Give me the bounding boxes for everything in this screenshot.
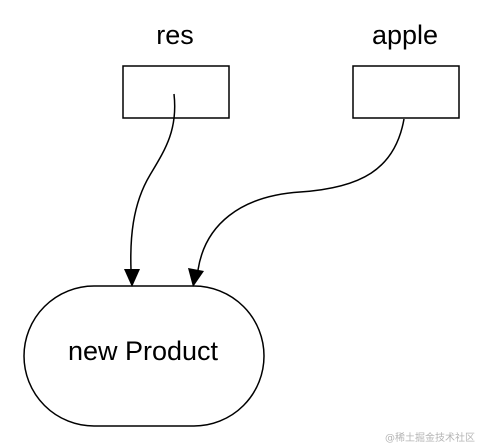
edge-apple-to-object [197,118,405,271]
arrowhead-res [124,269,140,287]
variable-box-res [122,65,230,119]
object-node-shape [23,285,265,427]
variable-box-apple [352,65,460,119]
arrowhead-apple [188,268,204,287]
variable-label-apple: apple [371,20,439,50]
watermark-text: @稀土掘金技术社区 [385,433,475,444]
object-node-label: new Product [67,336,219,366]
edge-res-to-object [130,93,176,271]
variable-label-res: res [156,20,194,50]
